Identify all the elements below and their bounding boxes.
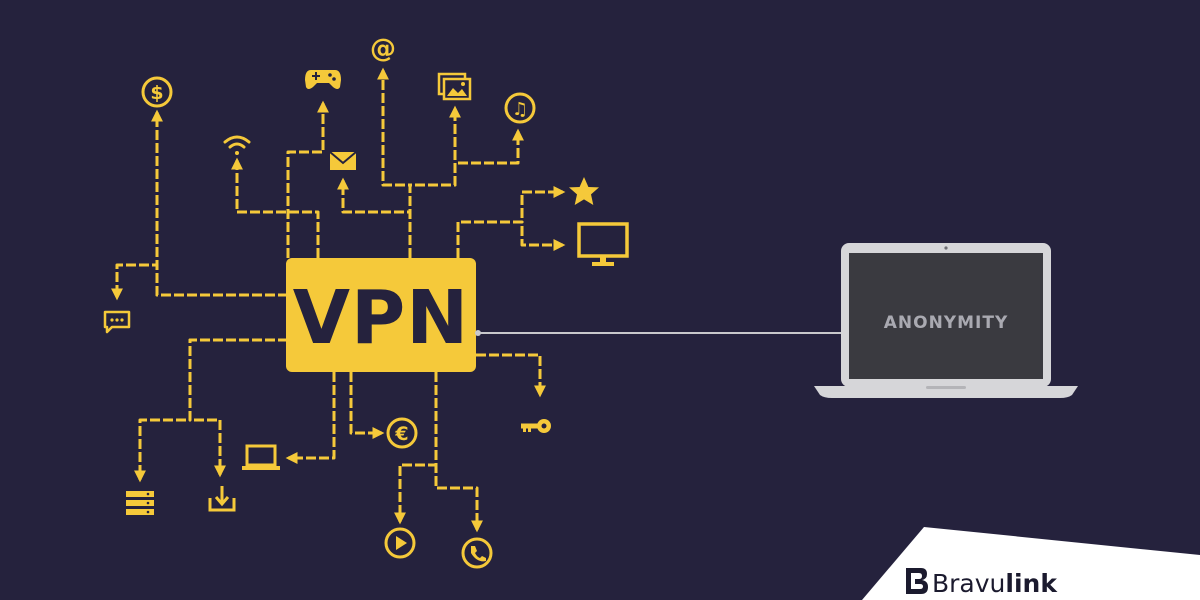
euro-icon: € [386, 417, 418, 449]
connector-server [134, 338, 288, 483]
music-note-icon: ♫ [504, 92, 536, 124]
connector-monitor [456, 220, 566, 258]
server-icon [126, 491, 154, 515]
connector-at [377, 67, 412, 258]
laptop-device: ANONYMITY [814, 243, 1078, 398]
bravulink-logo-icon [906, 568, 928, 594]
connector-lines [111, 67, 566, 533]
phone-icon [461, 537, 493, 569]
key-icon [521, 419, 551, 433]
connector-dollar [151, 109, 288, 297]
connector-gallery [408, 105, 461, 258]
connector-download [188, 338, 288, 478]
connector-star [456, 186, 566, 258]
connector-phone [434, 372, 483, 533]
connector-mail [337, 177, 412, 258]
vpn-label: VPN [293, 275, 469, 361]
monitor-icon [577, 222, 629, 266]
laptop-icon [242, 444, 280, 470]
at-sign-icon: @ [370, 34, 396, 64]
svg-text:♫: ♫ [512, 99, 528, 120]
dollar-icon: $ [141, 76, 173, 108]
brand-wordmark: Bravulink [932, 569, 1058, 598]
download-icon [208, 486, 236, 512]
brand-corner: Bravulink [862, 527, 1200, 600]
laptop-screen-text: ANONYMITY [884, 313, 1009, 333]
wifi-icon [223, 135, 251, 155]
star-icon [569, 177, 599, 205]
connector-key [476, 353, 546, 398]
image-gallery-icon [437, 72, 472, 101]
connector-chat [111, 263, 288, 301]
gamepad-icon [305, 70, 341, 89]
play-icon [384, 527, 416, 559]
svg-text:@: @ [370, 34, 396, 64]
mail-icon [329, 151, 357, 170]
connector-music [408, 128, 524, 258]
connector-laptop [285, 372, 336, 464]
svg-text:$: $ [150, 82, 163, 104]
connector-wifi [231, 157, 320, 258]
svg-text:€: € [394, 423, 408, 445]
chat-bubble-icon [103, 310, 131, 334]
link-node [475, 330, 481, 336]
connector-euro [349, 372, 385, 439]
connector-gamepad [286, 100, 329, 258]
vpn-hub: VPN [286, 258, 476, 372]
